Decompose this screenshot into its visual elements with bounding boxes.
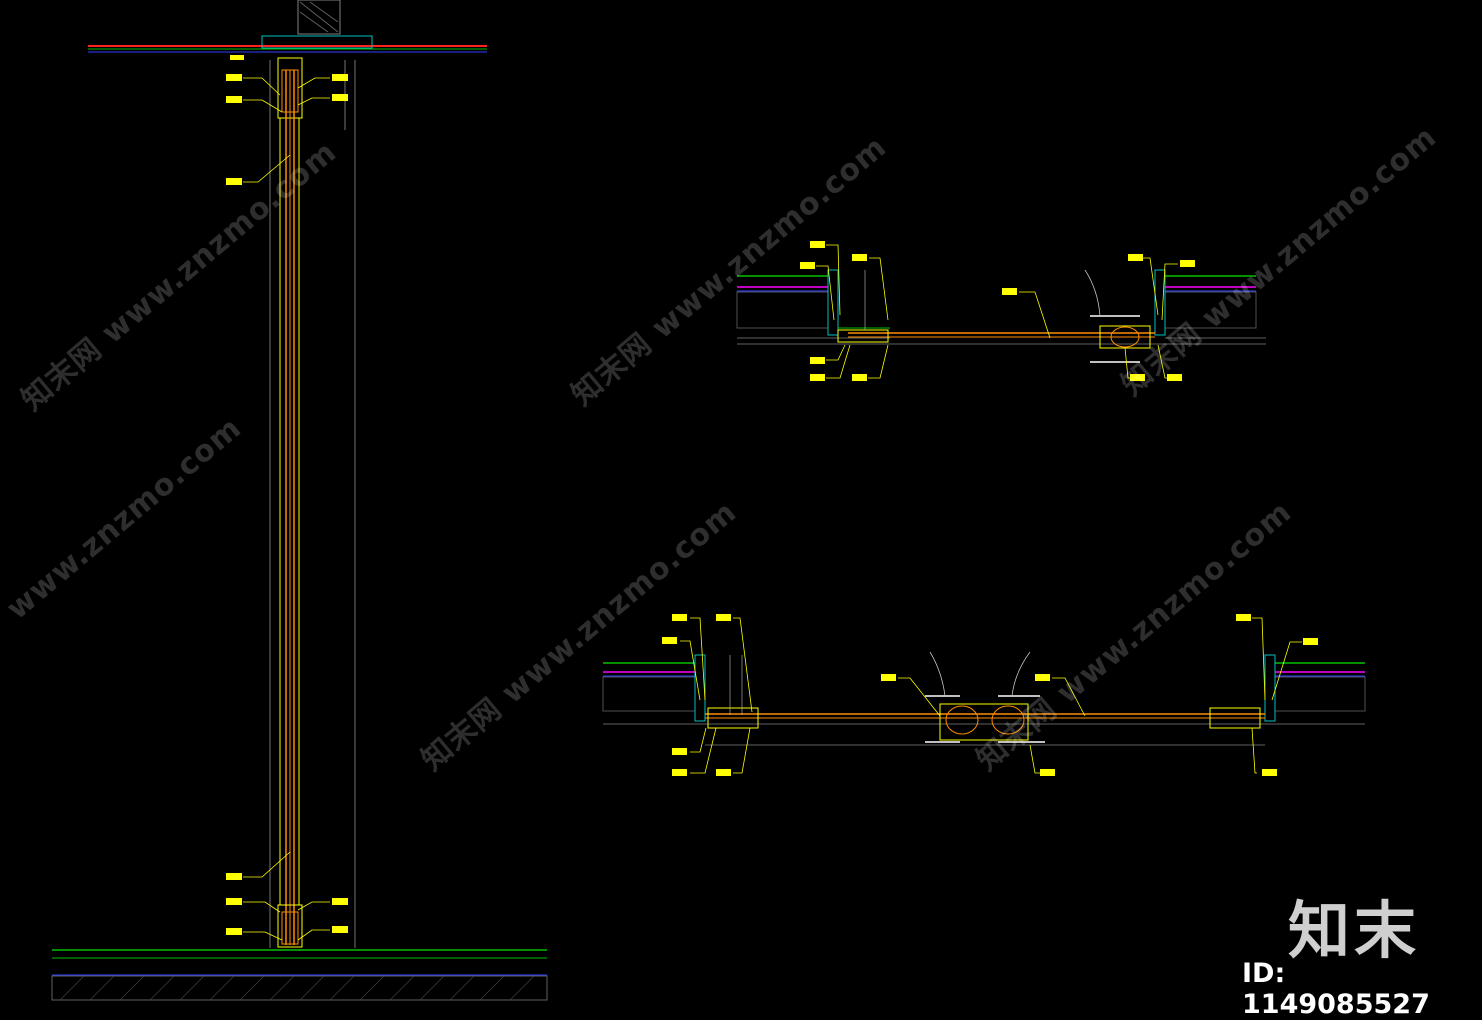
vertical-section [51,0,548,1001]
asset-id-label: ID: 1149085527 [1242,958,1430,1020]
plan-section-double-door [602,614,1366,776]
brand-logo: 知末 [1288,894,1421,967]
plan-section-single-door [736,241,1266,381]
